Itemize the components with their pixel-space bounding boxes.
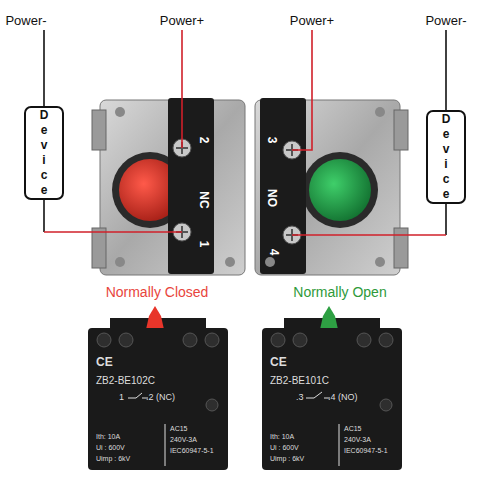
device-label: Device	[38, 108, 50, 198]
caption-label: Normally Closed	[106, 285, 209, 299]
base-screw	[115, 107, 125, 117]
terminal-number: 1	[198, 241, 210, 248]
mount-ear	[92, 228, 106, 268]
red-wire	[44, 231, 182, 233]
terminal-hole	[205, 333, 219, 347]
nc-contact-block	[88, 306, 228, 470]
block-marking: .4 (NO)	[328, 393, 358, 402]
red-wire	[292, 234, 446, 236]
device-label: Device	[440, 112, 452, 202]
block-body	[262, 328, 402, 470]
divider-line	[165, 424, 166, 466]
black-wire	[445, 202, 447, 235]
wiring	[44, 30, 446, 235]
terminal-hole	[293, 333, 307, 347]
terminal-hole	[357, 333, 371, 347]
mount-ear	[394, 110, 408, 150]
block-marking: AC15	[170, 425, 188, 432]
block-marking: 1	[119, 393, 124, 402]
power-label: Power+	[160, 14, 204, 27]
divider-line	[339, 424, 340, 466]
block-marking: AC15	[344, 425, 362, 432]
terminal-number: 2	[198, 137, 210, 144]
base-screw	[375, 257, 385, 267]
contact-block	[168, 98, 214, 274]
block-marking: Ith: 10A	[96, 433, 120, 440]
block-marking: Uimp : 6kV	[270, 455, 304, 462]
green-button	[309, 159, 371, 221]
terminal-hole	[379, 333, 393, 347]
power-label: Power-	[425, 14, 466, 27]
block-marking: Uimp : 6kV	[96, 455, 130, 462]
power-label: Power+	[290, 14, 334, 27]
terminal-hole	[271, 333, 285, 347]
terminal-number: 4	[268, 249, 280, 256]
base-screw	[375, 107, 385, 117]
block-marking: IEC60947-5-1	[170, 447, 214, 454]
mount-ear	[92, 110, 106, 150]
caption-label: Normally Open	[293, 285, 386, 299]
power-label: Power-	[5, 14, 46, 27]
contact-block	[260, 98, 306, 274]
terminal-hole	[380, 399, 392, 411]
block-marking: CE	[96, 356, 113, 368]
device-box: Device	[426, 110, 466, 204]
nc-switch-top	[92, 98, 245, 275]
block-marking: Ith: 10A	[270, 433, 294, 440]
contact-type: NO	[266, 189, 278, 207]
block-marking: ZB2-BE101C	[270, 376, 329, 386]
nc-contact-symbol	[128, 393, 148, 398]
block-marking: Ui : 600V	[270, 444, 299, 451]
terminal-hole	[119, 333, 133, 347]
base-screw	[115, 257, 125, 267]
contact-type: NC	[198, 191, 210, 208]
block-marking: Ui : 600V	[96, 444, 125, 451]
block-body	[88, 328, 228, 470]
no-switch-top	[255, 98, 408, 275]
block-marking: CE	[270, 356, 287, 368]
terminal-hole	[97, 333, 111, 347]
device-box: Device	[24, 106, 64, 200]
terminal-hole	[206, 399, 218, 411]
terminal-number: 3	[266, 137, 278, 144]
block-marking: 240V-3A	[170, 436, 197, 443]
no-contact-symbol	[306, 392, 330, 398]
block-marking: IEC60947-5-1	[344, 447, 388, 454]
button-ring	[302, 152, 378, 228]
block-marking: .2 (NC)	[146, 393, 175, 402]
red-wire	[181, 30, 183, 148]
base-screw	[225, 257, 235, 267]
block-marking: .3	[296, 393, 304, 402]
black-wire	[43, 30, 45, 108]
base-screw	[265, 257, 275, 267]
block-marking: 240V-3A	[344, 436, 371, 443]
black-wire	[445, 30, 447, 112]
no-contact-block	[262, 306, 402, 470]
mount-ear	[394, 228, 408, 268]
red-wire	[292, 30, 312, 150]
terminal-hole	[183, 333, 197, 347]
black-wire	[43, 198, 45, 232]
block-marking: ZB2-BE102C	[96, 376, 155, 386]
